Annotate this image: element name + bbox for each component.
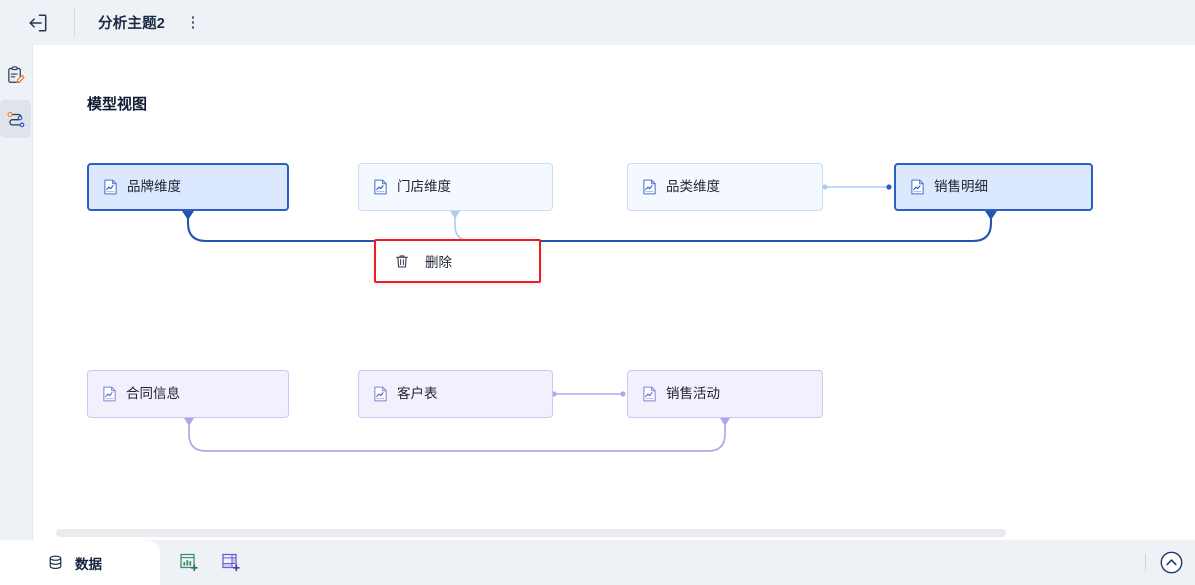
page-title: 分析主题2	[98, 16, 166, 32]
graph-node-brand-dimension[interactable]: 品牌维度	[87, 163, 289, 211]
add-chart-icon	[179, 553, 198, 572]
graph-node-contract-info[interactable]: 合同信息	[87, 370, 289, 418]
bottom-divider	[1145, 554, 1146, 571]
sidebar-item-model[interactable]	[0, 100, 31, 138]
model-flow-icon	[6, 111, 24, 128]
node-label: 品牌维度	[127, 179, 181, 195]
clipboard-edit-icon	[8, 65, 25, 83]
add-chart-button[interactable]	[178, 552, 200, 574]
bottom-bar-right	[1145, 540, 1183, 585]
graph-node-sales-activity[interactable]: 销售活动	[627, 370, 823, 418]
node-label: 品类维度	[666, 179, 720, 195]
left-rail	[0, 45, 31, 585]
exit-left-icon	[29, 13, 47, 32]
database-icon	[49, 555, 62, 569]
graph-node-store-dimension[interactable]: 门店维度	[358, 163, 553, 211]
context-menu[interactable]: 删除	[374, 239, 541, 283]
chart-document-icon	[104, 179, 117, 195]
chart-document-icon	[374, 179, 387, 195]
add-table-button[interactable]	[220, 552, 242, 574]
add-table-icon	[221, 553, 240, 572]
model-view-panel: 模型视图	[32, 45, 1195, 540]
context-menu-delete-label: 删除	[425, 255, 452, 270]
node-label: 销售明细	[934, 179, 988, 195]
tab-data-label: 数据	[75, 556, 102, 572]
chart-document-icon	[103, 386, 116, 402]
horizontal-scrollbar[interactable]	[56, 529, 1006, 537]
node-label: 销售活动	[666, 386, 720, 402]
graph-node-sales-detail[interactable]: 销售明细	[894, 163, 1093, 211]
chart-document-icon	[643, 179, 656, 195]
bottom-bar: 数据	[0, 540, 1195, 585]
chevron-up-circle-icon[interactable]	[1160, 551, 1183, 574]
chart-document-icon	[643, 386, 656, 402]
graph-canvas[interactable]: 品牌维度 门店维度 品类维度	[33, 45, 1195, 540]
tab-data[interactable]: 数据	[0, 540, 160, 585]
node-label: 客户表	[397, 386, 438, 402]
model-view-title: 模型视图	[87, 96, 148, 113]
more-vertical-icon[interactable]	[183, 12, 203, 34]
graph-edges	[182, 184, 997, 452]
sidebar-item-edit[interactable]	[0, 56, 31, 94]
graph-node-category-dimension[interactable]: 品类维度	[627, 163, 823, 211]
graph-node-customer-table[interactable]: 客户表	[358, 370, 553, 418]
chart-document-icon	[911, 179, 924, 195]
top-bar: 分析主题2	[0, 0, 1195, 45]
trash-icon	[396, 254, 408, 267]
exit-button[interactable]	[0, 0, 74, 45]
top-bar-divider	[74, 7, 75, 38]
node-label: 合同信息	[126, 386, 180, 402]
node-label: 门店维度	[397, 179, 451, 195]
chart-document-icon	[374, 386, 387, 402]
bottom-actions	[178, 540, 242, 585]
